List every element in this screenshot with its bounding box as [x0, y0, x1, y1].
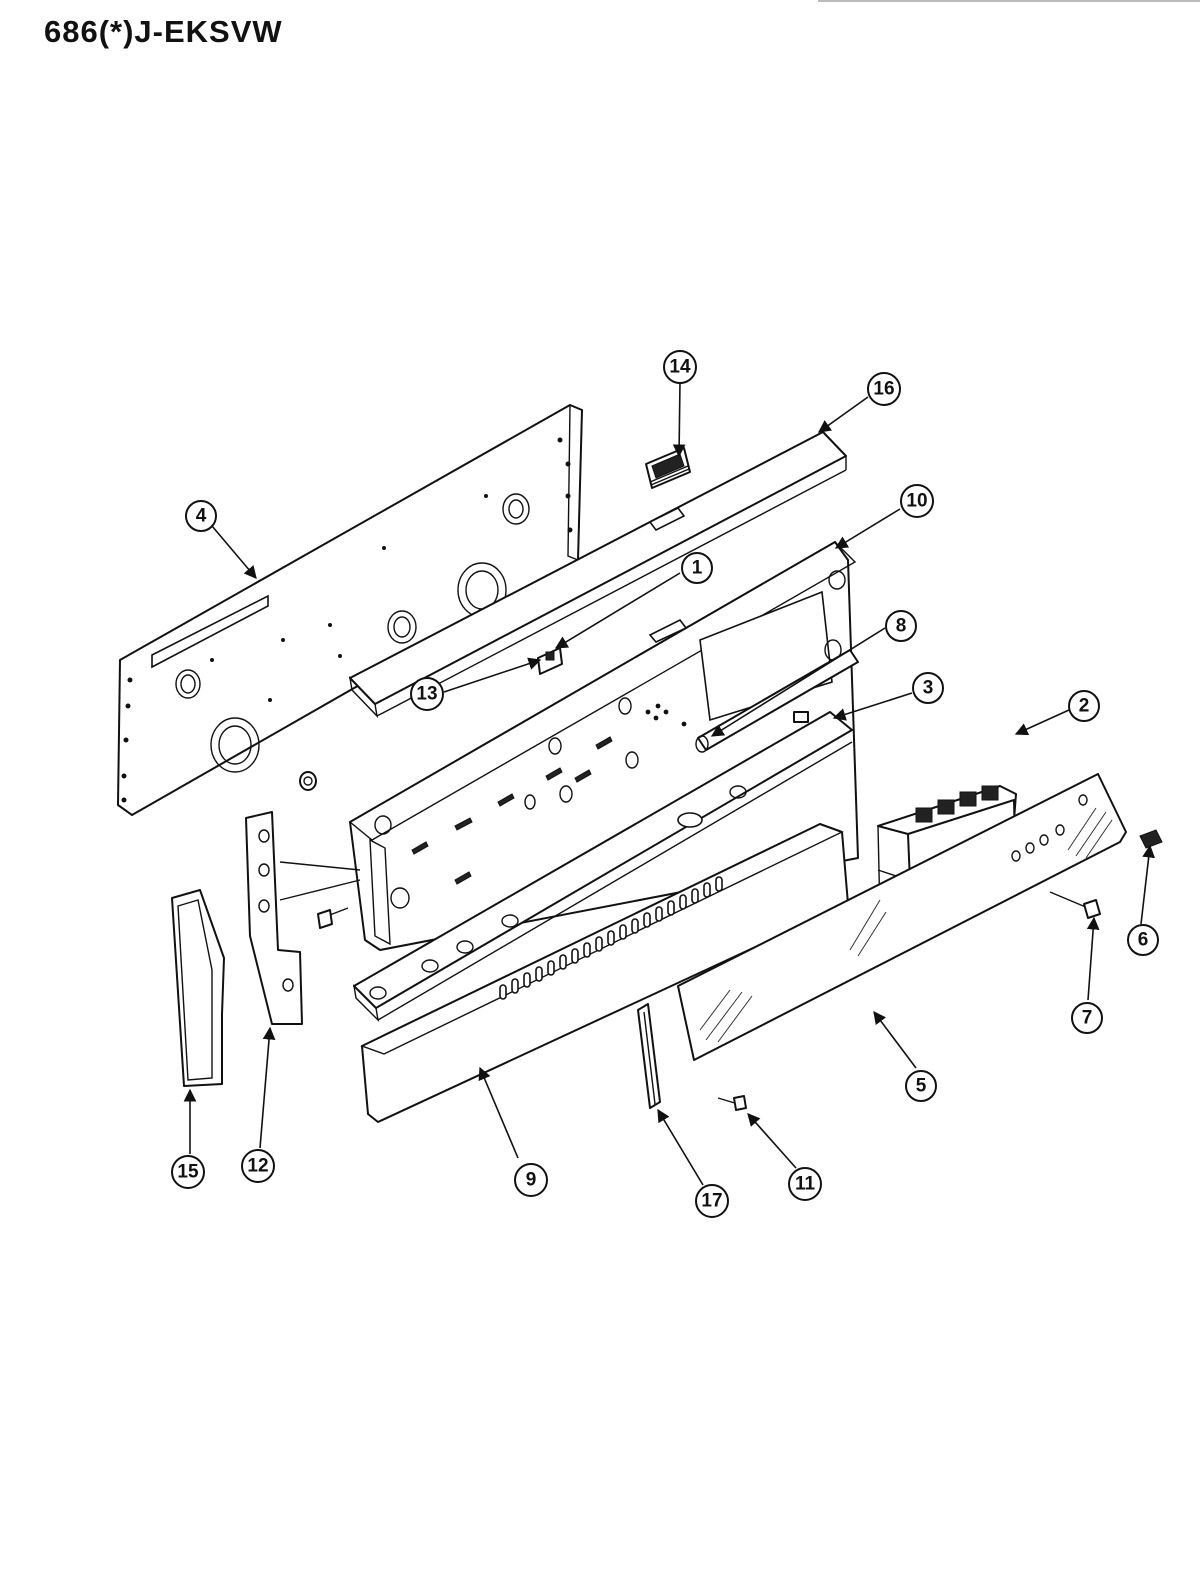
- callout-1: 1: [681, 552, 713, 584]
- svg-text:13: 13: [416, 684, 437, 705]
- svg-text:15: 15: [177, 1162, 199, 1183]
- callout-4: 4: [185, 500, 217, 532]
- part-5-glass-panel: [677, 773, 1127, 1061]
- part-8-shaft: [695, 649, 859, 753]
- callout-7: 7: [1071, 1002, 1103, 1034]
- svg-text:12: 12: [247, 1156, 268, 1177]
- part-12-side-bracket: [245, 811, 361, 1025]
- callout-12: 12: [241, 1149, 275, 1183]
- callout-13: 13: [410, 677, 444, 711]
- svg-text:1: 1: [692, 558, 703, 579]
- callout-8: 8: [885, 610, 917, 642]
- svg-text:6: 6: [1138, 930, 1149, 951]
- part-17-trim-strip: [637, 1003, 661, 1109]
- part-4-backguard-panel: [117, 403, 583, 816]
- svg-text:5: 5: [916, 1076, 927, 1097]
- svg-text:9: 9: [526, 1170, 537, 1191]
- nut: [299, 771, 317, 791]
- svg-text:14: 14: [669, 357, 691, 378]
- svg-text:4: 4: [196, 506, 207, 527]
- callout-11: 11: [788, 1167, 822, 1201]
- svg-text:8: 8: [896, 616, 907, 637]
- part-7-screw: [1049, 891, 1101, 919]
- part-15-end-cap: [171, 889, 225, 1087]
- svg-text:11: 11: [795, 1174, 816, 1195]
- callout-6: 6: [1127, 924, 1159, 956]
- callout-5: 5: [905, 1070, 937, 1102]
- part-13-bracket: [537, 647, 563, 675]
- callout-15: 15: [171, 1155, 205, 1189]
- svg-text:3: 3: [923, 678, 934, 699]
- callout-14: 14: [663, 350, 697, 384]
- svg-text:16: 16: [873, 379, 894, 400]
- svg-text:2: 2: [1079, 696, 1090, 717]
- part-11-screw: [717, 1095, 747, 1111]
- part-14-switch: [645, 447, 691, 489]
- callout-17: 17: [695, 1184, 729, 1218]
- page-title: 686(*)J-EKSVW: [44, 14, 283, 49]
- svg-text:17: 17: [701, 1191, 722, 1212]
- svg-text:10: 10: [906, 491, 927, 512]
- top-rule: [818, 0, 1200, 2]
- leader-lines: [183, 381, 1156, 1186]
- part-16-top-trim-strip: [348, 431, 847, 719]
- screw-left: [317, 907, 349, 929]
- part-6-knob: [1139, 829, 1163, 849]
- part-3-inner-rail: [352, 711, 853, 1023]
- callout-16: 16: [867, 372, 901, 406]
- callout-2: 2: [1068, 690, 1100, 722]
- callout-10: 10: [900, 484, 934, 518]
- svg-text:7: 7: [1082, 1008, 1093, 1029]
- callout-3: 3: [912, 672, 944, 704]
- callout-9: 9: [514, 1163, 548, 1197]
